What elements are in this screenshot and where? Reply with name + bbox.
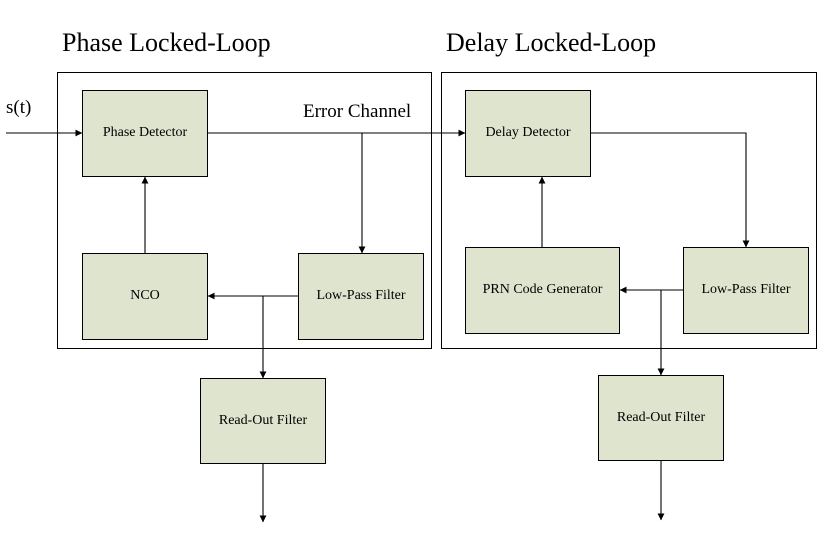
error-channel-label: Error Channel (303, 101, 412, 122)
phase-detector-block: Phase Detector (82, 90, 208, 177)
dll-frame (441, 72, 817, 349)
dll-title: Delay Locked-Loop (446, 28, 657, 57)
delay-detector-block: Delay Detector (465, 90, 591, 177)
prn-code-generator-block: PRN Code Generator (465, 247, 620, 334)
pll-read-out-filter-block: Read-Out Filter (200, 378, 326, 464)
dll-read-out-filter-block: Read-Out Filter (598, 375, 724, 461)
pll-low-pass-filter-block: Low-Pass Filter (298, 253, 424, 340)
pll-frame (57, 72, 432, 349)
input-signal-label: s(t) (6, 97, 32, 118)
nco-block: NCO (82, 253, 208, 340)
dll-low-pass-filter-block: Low-Pass Filter (683, 247, 809, 334)
dll-lpf-input-arrow (591, 132, 750, 248)
pll-title: Phase Locked-Loop (62, 28, 271, 57)
